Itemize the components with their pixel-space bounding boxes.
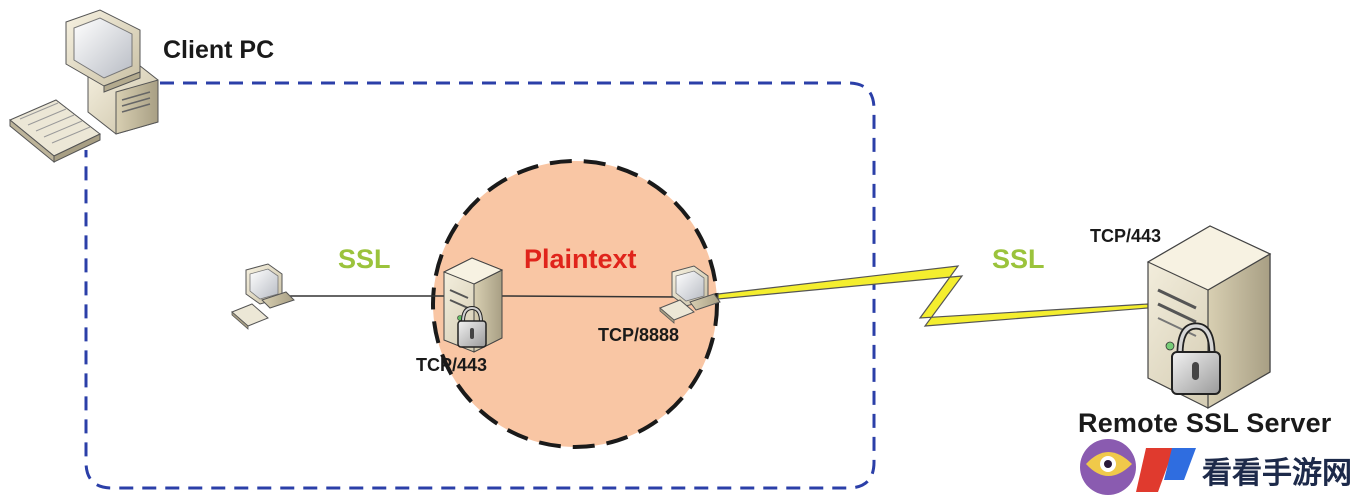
remote-server-label: Remote SSL Server bbox=[1078, 408, 1332, 438]
server-lock-icon bbox=[442, 257, 504, 353]
desktop-computer-icon bbox=[9, 9, 159, 164]
link-proxy-to-client bbox=[499, 295, 681, 298]
tcp-8888-label: TCP/8888 bbox=[598, 325, 680, 345]
small-computer-icon bbox=[231, 263, 295, 330]
small-computer-icon bbox=[659, 265, 721, 324]
plaintext-label: Plaintext bbox=[524, 244, 637, 274]
client-pc-label: Client PC bbox=[163, 36, 275, 64]
ssl-label-right: SSL bbox=[992, 244, 1045, 274]
watermark-text: 看看手游网 bbox=[1202, 456, 1352, 491]
ssl-label-left: SSL bbox=[338, 244, 391, 274]
tcp-443-local-label: TCP/443 bbox=[416, 355, 488, 375]
watermark-logo-icon bbox=[1080, 439, 1196, 495]
lightning-bolt-icon bbox=[717, 265, 1149, 327]
plaintext-zone bbox=[431, 159, 719, 449]
tcp-443-remote-label: TCP/443 bbox=[1090, 226, 1162, 246]
server-lock-icon bbox=[1146, 225, 1272, 410]
